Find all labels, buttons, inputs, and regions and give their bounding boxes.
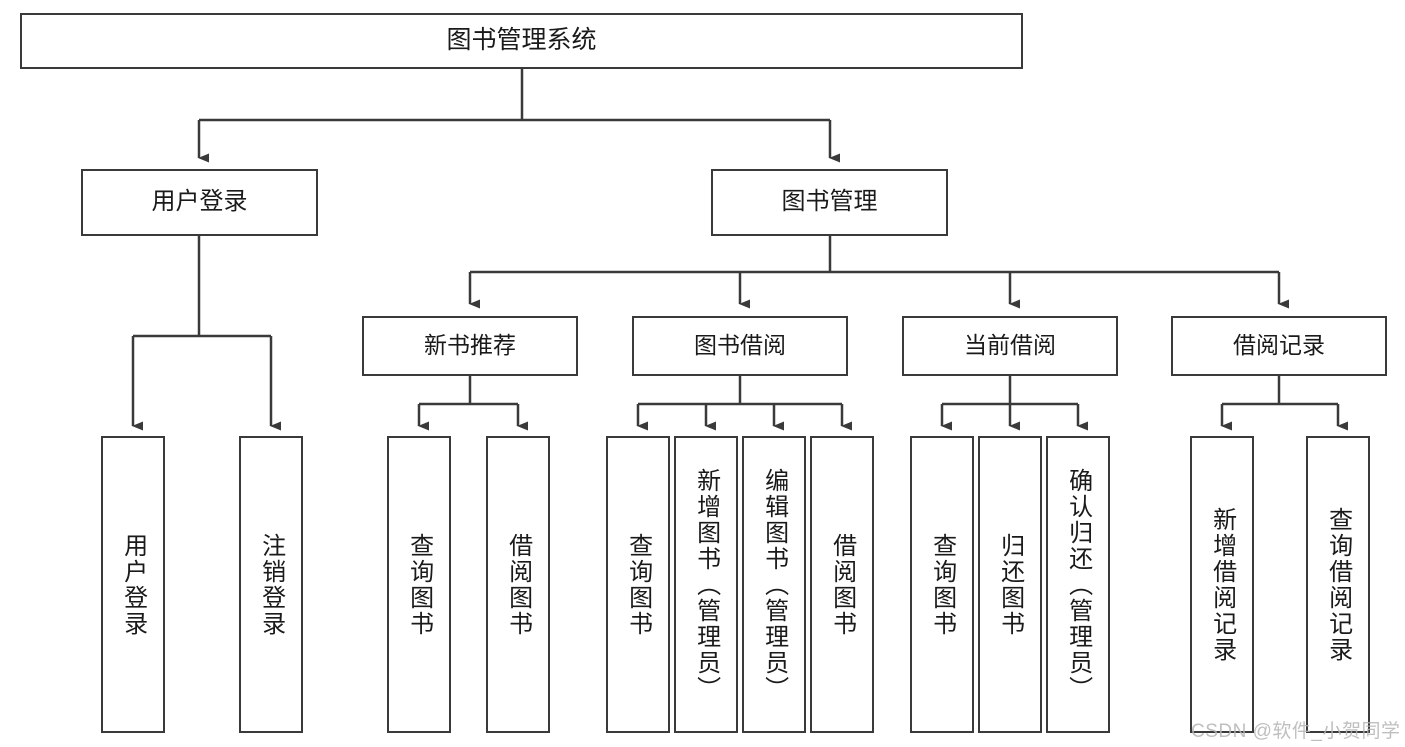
node-leaf-confirm-return[interactable]: 确认归还（管理员） [1046, 436, 1110, 733]
node-user-login[interactable]: 用户登录 [81, 169, 318, 236]
node-leaf-borrow-book-1[interactable]: 借阅图书 [486, 436, 550, 733]
node-leaf-borrow-book-2[interactable]: 借阅图书 [810, 436, 874, 733]
node-label-book-borrow: 图书借阅 [694, 332, 786, 359]
edges-userlogin-to-leaves [131, 236, 281, 431]
node-label-book-manage: 图书管理 [781, 188, 878, 216]
node-root-system[interactable]: 图书管理系统 [20, 13, 1023, 69]
node-leaf-user-login[interactable]: 用户登录 [101, 436, 165, 733]
node-label-leaf-query-record: 查询借阅记录 [1324, 506, 1352, 663]
node-leaf-return-book[interactable]: 归还图书 [978, 436, 1042, 733]
node-leaf-add-record[interactable]: 新增借阅记录 [1190, 436, 1254, 733]
node-leaf-add-book[interactable]: 新增图书（管理员） [674, 436, 738, 733]
node-leaf-query-book-1[interactable]: 查询图书 [387, 436, 451, 733]
edges-borrowrecord-to-leaves [1220, 376, 1348, 431]
node-borrow-record[interactable]: 借阅记录 [1171, 316, 1387, 376]
node-label-leaf-query-book-2: 查询图书 [624, 532, 652, 637]
node-book-borrow[interactable]: 图书借阅 [632, 316, 848, 376]
node-label-leaf-borrow-book-1: 借阅图书 [504, 532, 532, 637]
node-label-leaf-logout: 注销登录 [257, 532, 285, 637]
node-label-leaf-return-book: 归还图书 [996, 532, 1024, 637]
edges-bookborrow-to-leaves [636, 376, 852, 431]
node-label-leaf-query-book-1: 查询图书 [405, 532, 433, 637]
node-label-leaf-borrow-book-2: 借阅图书 [828, 532, 856, 637]
node-current-borrow[interactable]: 当前借阅 [902, 316, 1118, 376]
node-label-new-book-recommend: 新书推荐 [424, 332, 516, 359]
node-leaf-logout[interactable]: 注销登录 [239, 436, 303, 733]
node-label-current-borrow: 当前借阅 [964, 332, 1056, 359]
node-leaf-edit-book[interactable]: 编辑图书（管理员） [742, 436, 806, 733]
node-label-leaf-add-record: 新增借阅记录 [1208, 506, 1236, 663]
node-label-leaf-user-login: 用户登录 [119, 532, 147, 637]
edges-newbook-to-leaves [417, 376, 528, 431]
edges-currentborrow-to-leaves [940, 376, 1088, 431]
edges-bookmanage-to-level2 [468, 236, 1289, 309]
node-label-leaf-edit-book: 编辑图书（管理员） [760, 467, 788, 702]
node-leaf-query-book-2[interactable]: 查询图书 [606, 436, 670, 733]
node-label-root: 图书管理系统 [446, 26, 597, 55]
node-label-leaf-confirm-return: 确认归还（管理员） [1064, 467, 1092, 702]
edges-root-to-level1 [197, 69, 840, 163]
node-label-borrow-record: 借阅记录 [1233, 332, 1325, 359]
node-leaf-query-record[interactable]: 查询借阅记录 [1306, 436, 1370, 733]
node-label-user-login: 用户登录 [151, 188, 248, 216]
node-label-leaf-add-book: 新增图书（管理员） [692, 467, 720, 702]
node-label-leaf-query-book-3: 查询图书 [928, 532, 956, 637]
node-leaf-query-book-3[interactable]: 查询图书 [910, 436, 974, 733]
node-new-book-recommend[interactable]: 新书推荐 [362, 316, 578, 376]
node-book-manage[interactable]: 图书管理 [711, 169, 948, 236]
